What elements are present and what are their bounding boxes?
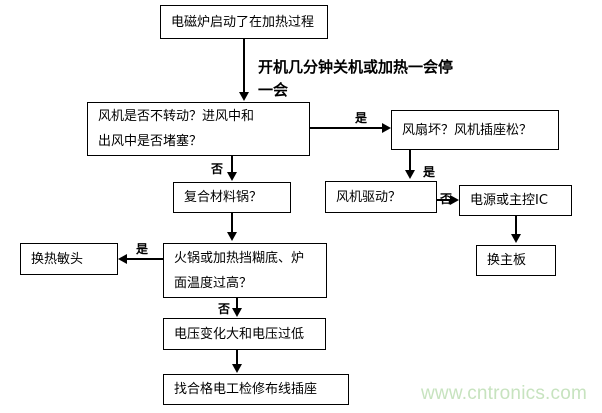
- node-hotpot-overheat[interactable]: 火锅或加热挡糊底、炉 面温度过高？: [163, 243, 327, 298]
- arrow-fan-check-to-fan-broken: [382, 123, 391, 133]
- node-composite-pot[interactable]: 复合材料锅？: [173, 182, 291, 213]
- headline-symptom-note: 开机几分钟关机或加热一会停 一会: [258, 58, 454, 99]
- node-replace-thermistor[interactable]: 换热敏头: [20, 243, 118, 275]
- edge-label-hotpot-yes: 是: [136, 242, 149, 256]
- edge-label-fan-drive-yes: 是: [423, 165, 436, 179]
- node-find-electrician[interactable]: 找合格电工检修布线插座: [163, 374, 349, 405]
- arrow-fan-check-to-composite-pot: [227, 172, 237, 181]
- arrow-voltage-to-electrician: [232, 364, 242, 373]
- node-fan-check[interactable]: 风机是否不转动？进风中和 出风中是否堵塞？: [87, 102, 310, 156]
- edge-fan-check-to-fan-broken: [310, 127, 384, 129]
- edge-label-fan-check-no: 否: [211, 162, 224, 176]
- edge-power-ic-to-mainboard: [515, 216, 517, 238]
- edge-fan-drive-to-power-ic: [437, 199, 453, 201]
- arrow-composite-pot-to-hotpot: [227, 232, 237, 241]
- edge-hotpot-to-thermistor: [126, 258, 164, 260]
- node-start[interactable]: 电磁炉启动了在加热过程: [160, 5, 328, 39]
- node-fan-broken[interactable]: 风扇坏？风机插座松？: [391, 110, 559, 150]
- arrow-fan-broken-to-fan-drive: [405, 170, 415, 179]
- arrow-power-ic-to-mainboard: [511, 234, 521, 243]
- node-fan-drive[interactable]: 风机驱动？: [325, 181, 437, 213]
- edge-fan-check-to-composite-pot: [231, 156, 233, 178]
- edge-start-to-fan-check: [243, 39, 245, 94]
- arrow-fan-drive-to-power-ic: [450, 195, 459, 205]
- arrow-start-to-fan-check: [239, 92, 249, 101]
- arrow-hotpot-to-thermistor: [118, 254, 127, 264]
- edge-label-hotpot-no: 否: [218, 302, 231, 316]
- edge-composite-pot-to-hotpot: [231, 213, 233, 237]
- node-voltage-problem[interactable]: 电压变化大和电压过低: [163, 318, 326, 350]
- arrow-hotpot-to-voltage: [232, 308, 242, 317]
- edge-fan-broken-to-fan-drive: [409, 150, 411, 177]
- watermark-cntronics: www.cntronics.com: [421, 383, 587, 404]
- edge-label-fan-drive-no: 否: [440, 192, 453, 206]
- node-replace-mainboard[interactable]: 换主板: [476, 245, 556, 276]
- node-power-or-mcu-ic[interactable]: 电源或主控IC: [459, 185, 572, 216]
- edge-label-fan-check-yes: 是: [355, 111, 368, 125]
- edge-voltage-to-electrician: [236, 350, 238, 368]
- edge-hotpot-to-voltage: [236, 298, 238, 314]
